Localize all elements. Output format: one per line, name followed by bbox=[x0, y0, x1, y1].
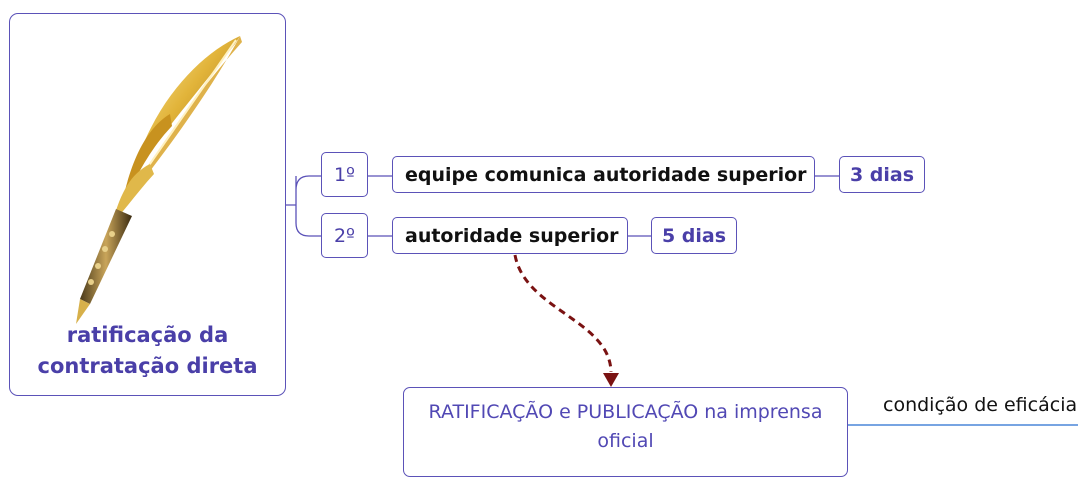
publication-note[interactable]: condição de eficácia bbox=[883, 394, 1078, 416]
quill-pen-icon bbox=[76, 36, 242, 324]
step-topic-1[interactable]: equipe comunica autoridade superior bbox=[392, 156, 815, 193]
step-deadline-1[interactable]: 3 dias bbox=[839, 156, 925, 193]
root-title: ratificação da contratação direta bbox=[37, 323, 258, 378]
connector-lines bbox=[286, 175, 1078, 426]
dashed-arrow-line bbox=[513, 254, 613, 373]
root-branch-line bbox=[286, 175, 321, 237]
publication-node[interactable]: RATIFICAÇÃO e PUBLICAÇÃO na imprensa ofi… bbox=[403, 387, 848, 477]
step-order-2[interactable]: 2º bbox=[321, 213, 368, 258]
step-deadline-2[interactable]: 5 dias bbox=[651, 217, 737, 254]
root-node[interactable]: ratificação da contratação direta bbox=[9, 13, 286, 396]
step-order-1[interactable]: 1º bbox=[321, 152, 368, 197]
arrow-head-icon bbox=[603, 373, 619, 387]
step-topic-2[interactable]: autoridade superior bbox=[392, 217, 628, 254]
